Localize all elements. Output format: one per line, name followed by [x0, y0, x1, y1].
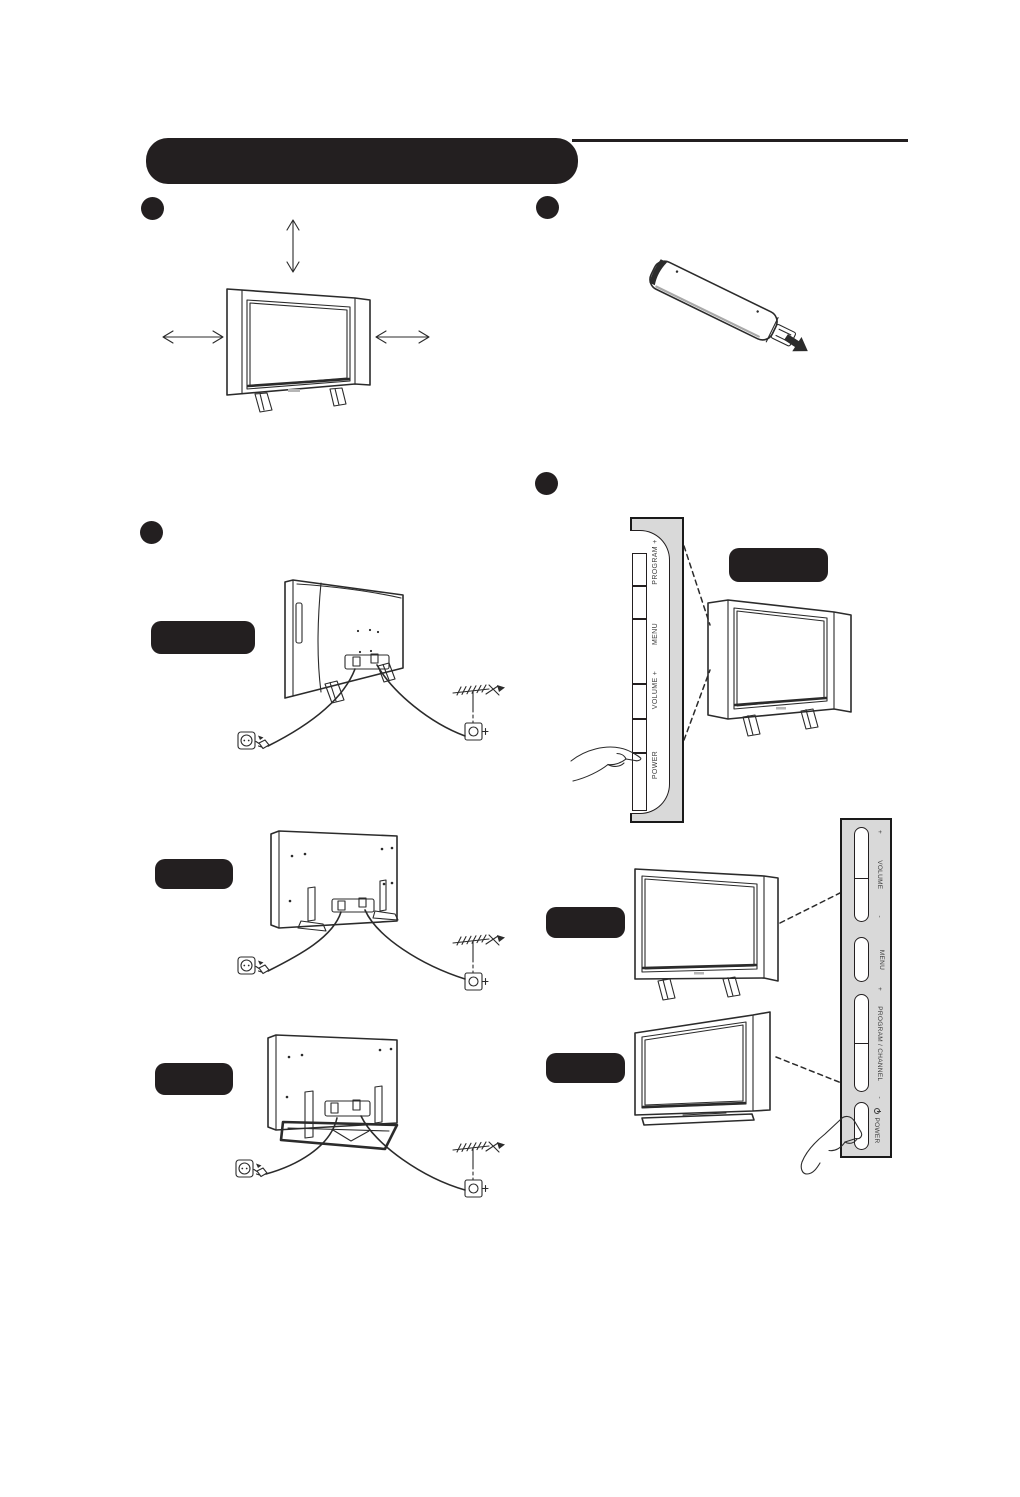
pull-out-arrow-icon [784, 334, 808, 352]
step-1-bullet-icon [141, 197, 164, 220]
program-channel-rocker-button [854, 994, 869, 1092]
title-rule [572, 139, 908, 142]
section-title-bar [146, 138, 578, 184]
power-cable [267, 668, 356, 747]
callout-connector-lines-2 [775, 891, 845, 1085]
caption-label-box-4 [155, 1063, 233, 1095]
shelf-bracket [279, 1120, 399, 1151]
step-2-bullet-icon [536, 196, 559, 219]
volume-rocker-label: + VOLUME - [874, 830, 886, 918]
button-separator [855, 1043, 868, 1045]
button-separator [633, 683, 646, 685]
step-3-bullet-icon [140, 521, 163, 544]
flat-tv-front-illustration-3 [634, 868, 779, 1001]
side-panel-buttons [632, 553, 647, 811]
tv-back [267, 1034, 398, 1139]
caption-label-box-1 [151, 621, 255, 654]
step-4-bullet-icon [535, 472, 558, 495]
antenna-icon [452, 934, 506, 991]
button-separator [855, 878, 868, 880]
power-cable [267, 911, 342, 972]
caption-label-box-3 [155, 859, 233, 889]
antenna-icon [452, 684, 506, 741]
tv-back [284, 579, 404, 704]
tv-clearance-illustration [162, 219, 430, 413]
caption-label-box-2 [729, 548, 828, 582]
tv-rear-connection-illustration-2 [237, 830, 506, 991]
antenna-cable [376, 664, 466, 737]
power-outlet-icon [237, 956, 270, 975]
caption-label-box-6 [546, 1053, 625, 1083]
callout-connector-lines-1 [683, 545, 711, 741]
up-down-arrow-icon [286, 219, 300, 273]
button-separator [633, 752, 646, 754]
minus-sign: - [876, 915, 884, 918]
power-outlet-icon [237, 731, 270, 750]
power-button-label: POWER [651, 750, 659, 780]
antenna-cable [360, 1115, 466, 1191]
remote-control [649, 259, 797, 347]
volume-rocker-button [854, 827, 869, 922]
power-outlet-icon [235, 1159, 268, 1178]
right-arrow-icon [375, 330, 430, 344]
antenna-cable [364, 909, 466, 980]
power-cable [265, 1117, 338, 1175]
flat-tv-front [226, 288, 371, 413]
button-separator [633, 585, 646, 587]
menu-button-label: MENU [878, 949, 886, 971]
volume-label: VOLUME [876, 860, 884, 890]
side-control-panel: PROGRAM + MENU VOLUME + POWER [630, 517, 684, 823]
button-separator [633, 618, 646, 620]
tv-rear-connection-illustration-3 [235, 1034, 506, 1198]
pointing-hand-icon [800, 1115, 863, 1175]
pointing-hand-icon [570, 746, 642, 782]
program-channel-text: PROGRAM / CHANNEL [876, 1006, 884, 1082]
program-channel-label: + PROGRAM / CHANNEL - [874, 987, 886, 1099]
left-arrow-icon [162, 330, 224, 344]
tv-rear-connection-illustration-1 [237, 579, 506, 750]
side-panel-housing [630, 530, 670, 814]
button-separator [633, 718, 646, 720]
flat-tv-front-illustration-2 [707, 599, 852, 737]
remote-control-illustration [649, 259, 808, 352]
menu-button [854, 937, 869, 982]
flat-tv-front-pedestal-illustration [634, 1011, 771, 1126]
pedestal-stand [641, 1112, 755, 1126]
front-control-panel: + VOLUME - MENU + PROGRAM / CHANNEL - PO… [840, 818, 892, 1158]
power-button [854, 1102, 869, 1150]
tv-back [270, 830, 399, 932]
caption-label-box-5 [546, 907, 625, 938]
